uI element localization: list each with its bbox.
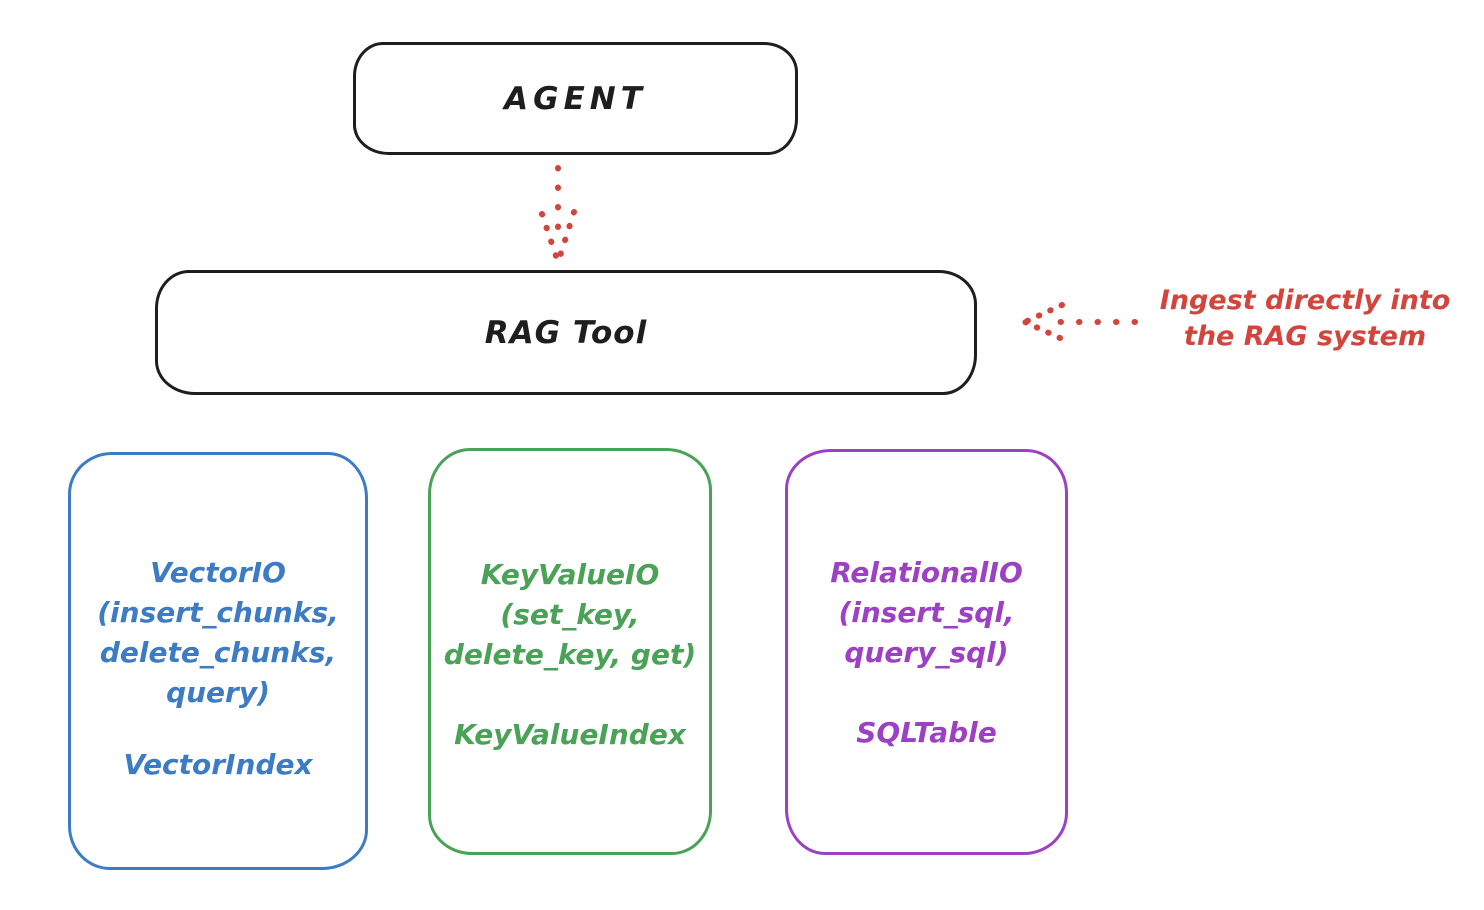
keyvalue-index-label: KeyValueIndex [454, 718, 686, 751]
dotted-arrow-down-icon [539, 165, 577, 259]
relational-io-title: RelationalIO [830, 556, 1023, 589]
keyvalue-io-title: KeyValueIO [480, 558, 660, 591]
vector-io-method-1: (insert_chunks, [97, 596, 339, 629]
agent-label: AGENT [504, 80, 647, 117]
sql-table-label: SQLTable [856, 716, 997, 749]
vector-io-method-2: delete_chunks, [99, 636, 337, 669]
dotted-arrow-left-icon [1022, 302, 1138, 341]
keyvalue-io-box: KeyValueIO (set_key, delete_key, get) Ke… [428, 448, 712, 855]
vector-io-title: VectorIO [150, 556, 286, 589]
agent-node: AGENT [353, 42, 798, 155]
vector-index-label: VectorIndex [123, 748, 313, 781]
relational-io-method-1: (insert_sql, [838, 596, 1015, 629]
vector-io-box: VectorIO (insert_chunks, delete_chunks, … [68, 452, 368, 870]
rag-tool-node: RAG Tool [155, 270, 977, 395]
ingest-annotation: Ingest directly into the RAG system [1140, 283, 1470, 355]
ingest-annotation-line1: Ingest directly into [1159, 285, 1451, 316]
keyvalue-io-method-2: delete_key, get) [443, 638, 697, 671]
rag-tool-label: RAG Tool [484, 314, 648, 351]
vector-io-method-3: query) [166, 676, 270, 709]
keyvalue-io-method-1: (set_key, [500, 598, 640, 631]
ingest-annotation-line2: the RAG system [1183, 321, 1427, 352]
relational-io-box: RelationalIO (insert_sql, query_sql) SQL… [785, 449, 1068, 855]
relational-io-method-2: query_sql) [844, 636, 1009, 669]
